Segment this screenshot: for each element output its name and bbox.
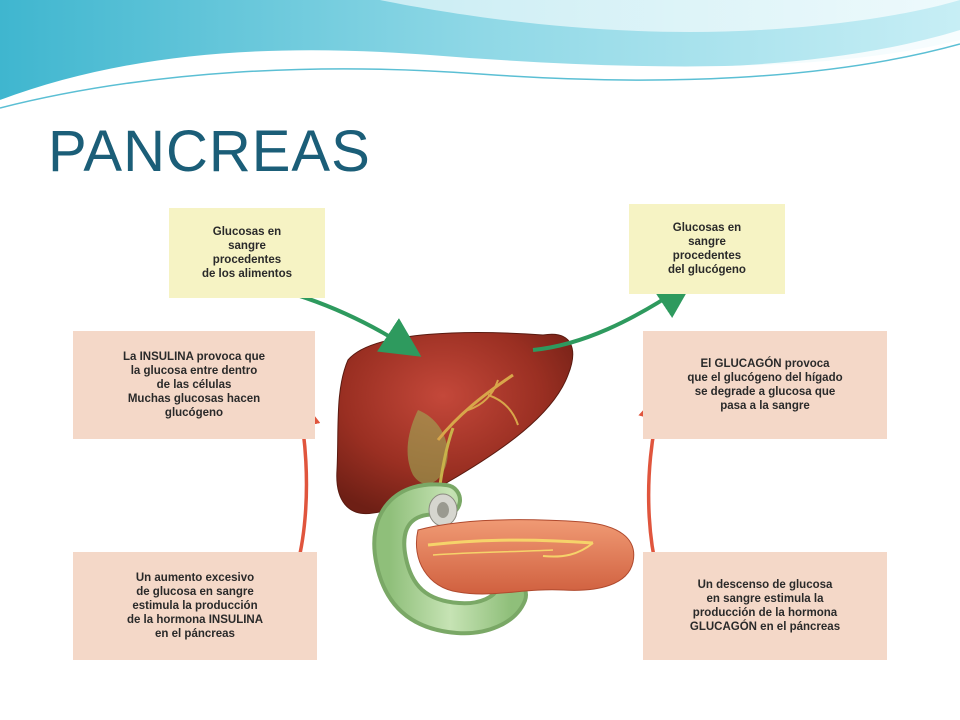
liver-illustration <box>336 332 574 515</box>
duodenum-illustration <box>372 482 528 636</box>
glucose-regulation-diagram: Glucosas en sangre procedentes de los al… <box>73 200 887 662</box>
box-glucagon-effect: El GLUCAGÓN provoca que el glucógeno del… <box>643 331 887 439</box>
slide-title: PANCREAS <box>48 119 371 184</box>
box-glucagon-trigger-text: Un descenso de glucosa en sangre estimul… <box>689 579 841 633</box>
box-glucagon-trigger: Un descenso de glucosa en sangre estimul… <box>643 552 887 660</box>
box-glucose-from-glycogen-text: Glucosas en sangre procedentes del glucó… <box>668 222 746 276</box>
box-glucose-from-food-text: Glucosas en sangre procedentes de los al… <box>201 226 293 280</box>
header-wave-decoration <box>0 0 960 109</box>
box-insulin-effect-text: La INSULINA provoca que la glucosa entre… <box>122 351 266 419</box>
box-insulin-effect: La INSULINA provoca que la glucosa entre… <box>73 331 315 439</box>
pancreas-illustration <box>416 519 635 595</box>
box-insulin-trigger-text: Un aumento excesivo de glucosa en sangre… <box>126 572 264 640</box>
box-glucose-from-food: Glucosas en sangre procedentes de los al… <box>169 208 325 298</box>
diagram-illustration <box>267 279 695 636</box>
box-glucose-from-glycogen: Glucosas en sangre procedentes del glucó… <box>629 204 785 294</box>
arrow-liver-to-blood <box>532 279 695 352</box>
box-insulin-trigger: Un aumento excesivo de glucosa en sangre… <box>73 552 317 660</box>
box-glucagon-effect-text: El GLUCAGÓN provoca que el glucógeno del… <box>687 358 843 412</box>
